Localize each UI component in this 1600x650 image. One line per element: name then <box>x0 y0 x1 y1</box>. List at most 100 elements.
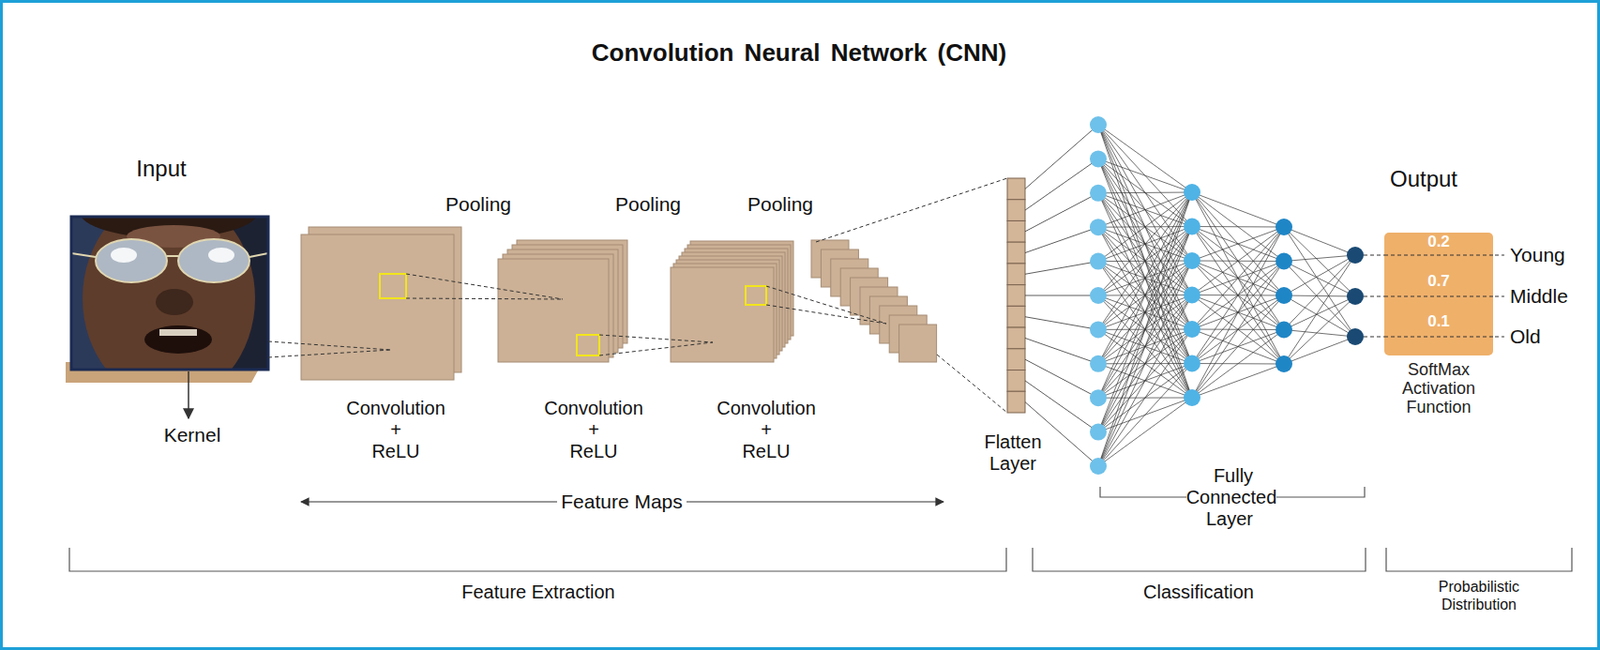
output-leader <box>1363 254 1505 256</box>
input-label: Input <box>135 155 186 182</box>
pool-stack <box>498 240 628 363</box>
section-bracket <box>1032 547 1366 572</box>
connection <box>1098 124 1193 364</box>
flatten-cell <box>1007 220 1026 242</box>
glasses-temple <box>249 253 269 257</box>
projection-line <box>766 304 887 324</box>
connection <box>1025 261 1099 275</box>
projection-line <box>936 354 1008 413</box>
conv-stack <box>301 226 462 380</box>
connection <box>1192 261 1284 399</box>
neuron <box>1346 246 1364 264</box>
label-text: Old <box>1509 325 1541 348</box>
kernel-window <box>379 273 407 299</box>
flatten-cell <box>1007 327 1026 349</box>
feature-map <box>498 258 609 363</box>
connection <box>1192 192 1284 331</box>
label-text: Feature Extraction <box>461 581 615 603</box>
label-text: Young <box>1509 243 1566 266</box>
connection <box>1098 192 1193 262</box>
flatten-cell <box>1007 285 1026 307</box>
connection <box>1098 192 1193 364</box>
connection <box>1192 226 1284 330</box>
connection <box>1283 255 1356 331</box>
face-nose <box>155 288 194 316</box>
connection <box>1098 193 1193 398</box>
softmax-box: 0.20.70.1SoftMax Activation Function <box>1384 232 1494 356</box>
diagram-title: Convolution Neural Network (CNN) <box>591 39 1007 68</box>
connection <box>1192 226 1284 228</box>
connection <box>1098 158 1193 261</box>
glasses-temple <box>71 253 96 257</box>
flatten-cell <box>1007 199 1026 222</box>
connection <box>1098 192 1193 433</box>
section-label: Probabilistic Distribution <box>1385 577 1573 614</box>
connection <box>1192 330 1284 399</box>
connection <box>1098 158 1193 227</box>
connections <box>1025 124 1356 467</box>
connection <box>1192 226 1284 364</box>
neuron <box>1183 355 1201 373</box>
connection <box>1025 158 1099 211</box>
connection <box>1283 295 1356 297</box>
connection <box>1192 226 1284 297</box>
label-text: Probabilistic Distribution <box>1438 578 1520 613</box>
neuron <box>1275 253 1293 271</box>
label-text: Fully Connected Layer <box>1186 465 1278 529</box>
connection <box>1283 261 1356 338</box>
projection-line <box>406 273 563 300</box>
connection <box>1025 193 1099 232</box>
connection <box>1098 329 1193 467</box>
connection <box>1025 316 1099 331</box>
connection <box>1192 226 1284 296</box>
neuron <box>1275 321 1293 339</box>
label-text: Pooling <box>747 193 814 215</box>
connection <box>1098 158 1193 330</box>
label-text: Feature Maps <box>557 490 687 513</box>
connection <box>1283 255 1356 364</box>
span-label: Feature Maps <box>557 490 687 514</box>
section-label: Feature Extraction <box>461 581 615 604</box>
flatten-cell <box>1007 241 1026 264</box>
neuron <box>1183 218 1201 236</box>
connection <box>1025 124 1099 189</box>
glasses-glare <box>208 247 235 263</box>
class-label: Young <box>1509 243 1566 267</box>
connection <box>1192 192 1284 296</box>
label-text: Input <box>135 155 186 182</box>
neuron <box>1089 355 1107 373</box>
stage-label: Convolution + ReLU <box>301 397 490 463</box>
box-leaders <box>1384 232 1494 356</box>
connection <box>1192 226 1284 365</box>
connection <box>1283 226 1356 337</box>
connection <box>1283 226 1356 297</box>
output-label: Output <box>1389 166 1458 193</box>
connection <box>1192 226 1284 398</box>
neuron <box>1089 457 1107 475</box>
face-mouth <box>144 325 212 354</box>
section-bracket <box>1386 547 1572 572</box>
neuron <box>1275 355 1293 373</box>
connection <box>1098 193 1193 330</box>
kernel-label: Kernel <box>164 423 222 447</box>
connection <box>1192 192 1284 227</box>
flatten-cell <box>1007 178 1026 200</box>
section-label: Classification <box>1143 581 1254 604</box>
connection <box>1283 330 1356 338</box>
output-leader <box>1384 295 1494 297</box>
connection <box>1098 192 1193 467</box>
connection <box>1098 260 1193 467</box>
neuron <box>1089 150 1107 167</box>
connection <box>1283 336 1356 364</box>
connection <box>1025 226 1099 253</box>
connection <box>1098 192 1193 296</box>
neuron <box>1183 183 1201 201</box>
flatten-cell <box>1007 305 1026 328</box>
glasses-lens <box>178 239 250 283</box>
conv-stack <box>670 241 794 363</box>
flatten-cell <box>1007 391 1026 413</box>
label-text: Convolution + ReLU <box>716 397 816 462</box>
